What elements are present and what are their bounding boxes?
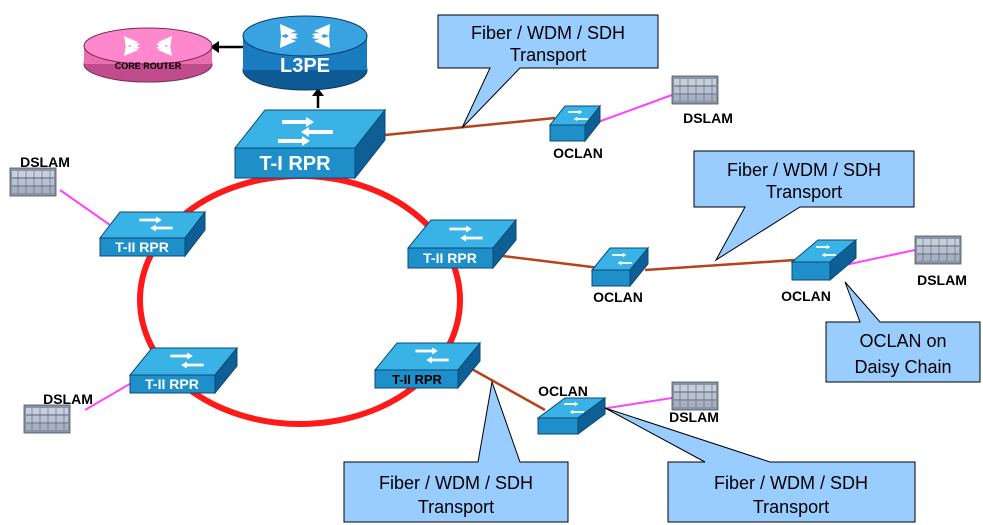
- link-t2rpr-oclan-mid: [494, 253, 601, 270]
- access-t2rpr-dslam-left: [59, 189, 111, 226]
- dslam-left-bottom: [23, 404, 71, 434]
- oclan-mid-switch: [590, 246, 650, 288]
- links: [384, 116, 796, 412]
- oclan-mid-label: OCLAN: [593, 289, 643, 305]
- link-oclan-mid-oclan-chain: [644, 258, 796, 272]
- callout-daisy-chain: OCLAN on Daisy Chain: [825, 281, 981, 383]
- t1-rpr-label: T-I RPR: [259, 153, 331, 175]
- callout-right: Fiber / WDM / SDH Transport: [693, 150, 915, 262]
- callout-daisy-line2: Daisy Chain: [854, 357, 951, 377]
- dslam-left-top-label: DSLAM: [20, 154, 70, 170]
- callout-top: Fiber / WDM / SDH Transport: [437, 14, 659, 129]
- t2-rpr-left-switch: T-II RPR: [98, 210, 207, 258]
- t2-rpr-left-label: T-II RPR: [115, 239, 169, 255]
- callout-right-line2: Transport: [766, 182, 842, 202]
- t2-rpr-bottom-left-switch: T-II RPR: [128, 346, 239, 395]
- l3pe-label: L3PE: [280, 55, 330, 77]
- dslam-top-right-label: DSLAM: [683, 110, 733, 126]
- core-router: CORE ROUTER: [83, 27, 213, 83]
- callout-bottom-left-line2: Transport: [418, 497, 494, 517]
- link-t1rpr-oclan: [384, 116, 556, 137]
- oclan-top-label: OCLAN: [553, 145, 603, 161]
- t1-rpr-switch: T-I RPR: [233, 108, 387, 180]
- dslam-bottom-right-label: DSLAM: [669, 409, 719, 425]
- oclan-bottom-label: OCLAN: [538, 383, 588, 399]
- l3pe-router: L3PE: [242, 15, 368, 91]
- dslam-left-top: [9, 167, 57, 197]
- link-t2rpr-bottom-oclan: [469, 366, 546, 412]
- callout-right-line1: Fiber / WDM / SDH: [727, 160, 881, 180]
- t2-rpr-bottom-left-label: T-II RPR: [145, 376, 199, 392]
- callout-bottom-left-line1: Fiber / WDM / SDH: [379, 473, 533, 493]
- access-oclan-dslam-top: [597, 94, 673, 123]
- dslam-far-right-label: DSLAM: [917, 272, 967, 288]
- oclan-chain-label: OCLAN: [781, 288, 831, 304]
- callout-top-line1: Fiber / WDM / SDH: [471, 23, 625, 43]
- callout-bottom-right-line1: Fiber / WDM / SDH: [714, 473, 868, 493]
- callout-top-line2: Transport: [510, 45, 586, 65]
- oclan-chain-switch: [790, 238, 858, 282]
- callout-daisy-line1: OCLAN on: [859, 331, 946, 351]
- dslam-top-right: [671, 75, 719, 105]
- t2-rpr-right-switch: T-II RPR: [406, 218, 518, 270]
- t2-rpr-right-label: T-II RPR: [423, 250, 477, 266]
- t2-rpr-bottom-right-label: T-II RPR: [392, 372, 442, 387]
- callout-bottom-right-line2: Transport: [753, 497, 829, 517]
- dslam-far-right: [914, 235, 962, 265]
- callout-bottom-left: Fiber / WDM / SDH Transport: [343, 380, 569, 523]
- oclan-bottom-switch: [536, 397, 607, 435]
- dslam-left-bottom-label: DSLAM: [43, 391, 93, 407]
- access-oclan-dslam-bottom: [594, 397, 673, 411]
- callout-bottom-right: Fiber / WDM / SDH Transport: [604, 407, 916, 523]
- dslam-bottom-right: [671, 381, 719, 411]
- core-router-label: CORE ROUTER: [115, 61, 182, 71]
- access-oclan-dslam-right: [844, 249, 916, 266]
- t2-rpr-bottom-right-switch: T-II RPR: [373, 341, 482, 390]
- oclan-top-switch: [548, 104, 602, 143]
